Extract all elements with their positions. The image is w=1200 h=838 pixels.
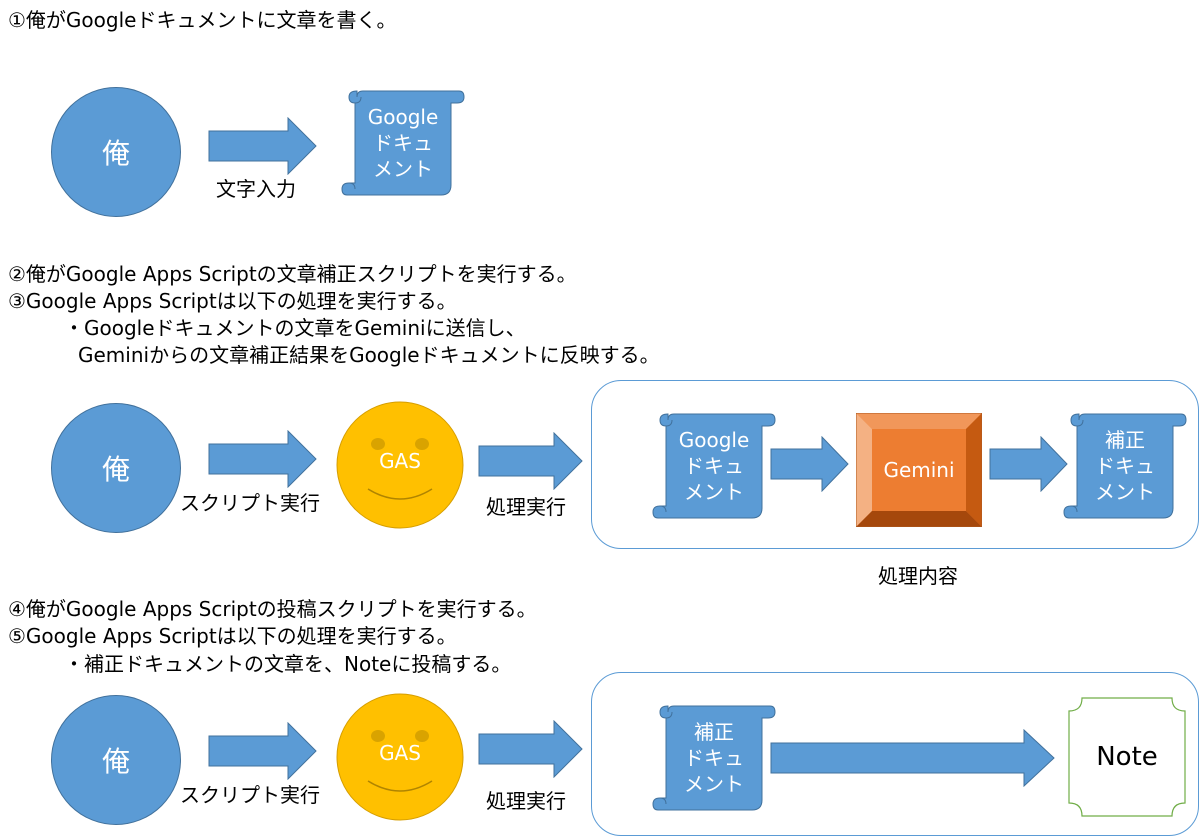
- corrected-line-2: ドキュ: [1095, 454, 1155, 478]
- actor-label: 俺: [101, 745, 130, 778]
- gemini-box: Gemini: [856, 413, 982, 527]
- note-label: Note: [1096, 742, 1158, 772]
- gemini-label: Gemini: [883, 458, 955, 482]
- actor-circle-1: 俺: [51, 87, 181, 217]
- step5-heading: ⑤Google Apps Scriptは以下の処理を実行する。: [8, 624, 457, 648]
- doc-line-3: メント: [684, 480, 744, 504]
- corrected-line-3: メント: [684, 772, 744, 796]
- gas-smiley-1: GAS: [336, 401, 464, 529]
- label-script-run-1: スクリプト実行: [180, 491, 320, 515]
- gas-label: GAS: [379, 741, 421, 765]
- actor-circle-3: 俺: [51, 695, 181, 825]
- step2-heading: ②俺がGoogle Apps Scriptの文章補正スクリプトを実行する。: [8, 262, 577, 286]
- corrected-line-2: ドキュ: [684, 746, 744, 770]
- corrected-line-1: 補正: [694, 720, 734, 744]
- label-process-content: 処理内容: [878, 564, 958, 588]
- label-script-run-2: スクリプト実行: [180, 783, 320, 807]
- label-text-input: 文字入力: [216, 177, 296, 201]
- arrow-to-note: [770, 729, 1055, 787]
- arrow-process-run-1: [478, 432, 583, 490]
- step3-bullet-line2: Geminiからの文章補正結果をGoogleドキュメントに反映する。: [78, 343, 660, 367]
- step5-bullet-line1: ・補正ドキュメントの文章を、Noteに投稿する。: [64, 652, 512, 676]
- gas-smiley-2: GAS: [336, 693, 464, 821]
- doc-line-2: ドキュ: [373, 131, 433, 155]
- arrow-process-run-2: [478, 720, 583, 778]
- arrow-script-run-1: [208, 430, 317, 488]
- google-doc-scroll-2: Google ドキュ メント: [652, 412, 776, 520]
- actor-label: 俺: [101, 453, 130, 486]
- arrow-to-corrected: [989, 436, 1068, 492]
- corrected-doc-scroll-2: 補正 ドキュ メント: [652, 704, 776, 812]
- doc-line-1: Google: [678, 428, 750, 452]
- actor-label: 俺: [101, 137, 130, 170]
- step4-heading: ④俺がGoogle Apps Scriptの投稿スクリプトを実行する。: [8, 597, 537, 621]
- note-box: Note: [1068, 697, 1186, 817]
- doc-line-3: メント: [373, 157, 433, 181]
- corrected-doc-scroll-1: 補正 ドキュ メント: [1063, 412, 1187, 520]
- label-process-run-2: 処理実行: [486, 789, 566, 813]
- doc-line-2: ドキュ: [684, 454, 744, 478]
- step3-bullet-line1: ・Googleドキュメントの文章をGeminiに送信し、: [64, 316, 526, 340]
- doc-line-1: Google: [367, 105, 439, 129]
- corrected-line-3: メント: [1095, 480, 1155, 504]
- arrow-script-run-2: [208, 722, 317, 780]
- google-doc-scroll-1: Google ドキュ メント: [341, 89, 465, 197]
- label-process-run-1: 処理実行: [486, 495, 566, 519]
- actor-circle-2: 俺: [51, 403, 181, 533]
- arrow-text-input: [208, 117, 317, 175]
- corrected-line-1: 補正: [1105, 428, 1145, 452]
- arrow-to-gemini: [770, 436, 849, 492]
- step3-heading: ③Google Apps Scriptは以下の処理を実行する。: [8, 289, 457, 313]
- step1-heading: ①俺がGoogleドキュメントに文章を書く。: [8, 8, 397, 32]
- gas-label: GAS: [379, 449, 421, 473]
